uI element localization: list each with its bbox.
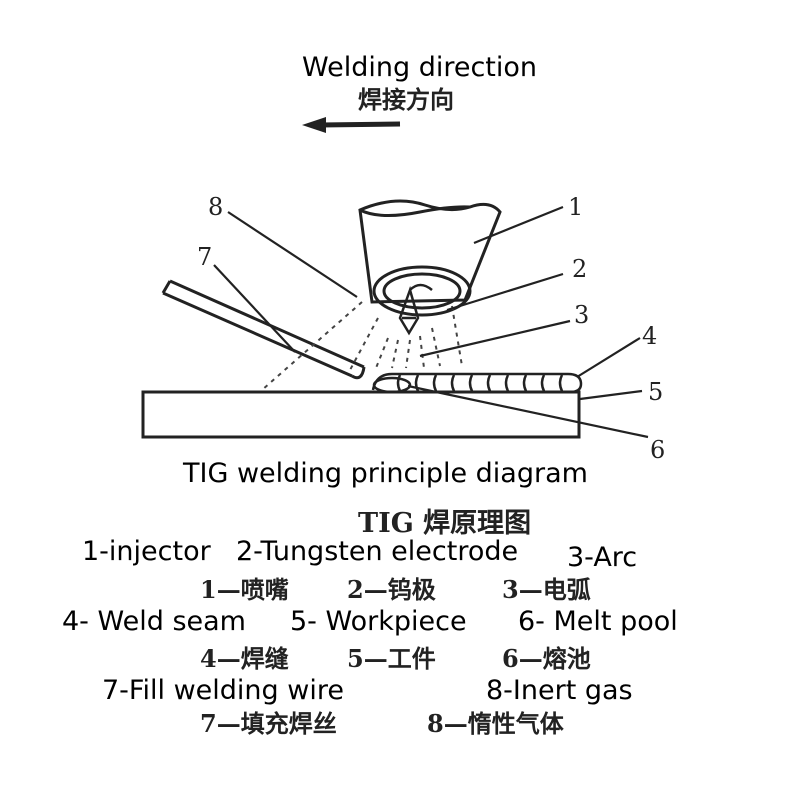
leader-lines (213, 205, 649, 439)
callout-2: 2 (572, 255, 588, 283)
legend-1-cn: 1—喷嘴 (200, 575, 289, 604)
legend-2-en: 2-Tungsten electrode (236, 536, 519, 567)
legend-3-cn: 3—电弧 (502, 575, 591, 604)
callout-3: 3 (574, 301, 590, 329)
legend-8-cn: 8—惰性气体 (427, 709, 564, 738)
callout-8: 8 (208, 193, 224, 221)
callout-5: 5 (648, 378, 664, 406)
legend-1-en: 1-injector (82, 536, 211, 567)
filler-wire (161, 279, 366, 380)
direction-label-cn: 焊接方向 (358, 85, 454, 114)
direction-label-en: Welding direction (302, 52, 538, 83)
legend-6-en: 6- Melt pool (518, 606, 678, 637)
legend-7-en: 7-Fill welding wire (102, 675, 344, 706)
callout-4: 4 (642, 322, 658, 350)
legend-4-en: 4- Weld seam (62, 606, 246, 637)
legend-3-en: 3-Arc (567, 542, 638, 573)
legend-5-cn: 5—工件 (347, 644, 436, 673)
caption-cn: TIG 焊原理图 (358, 508, 532, 539)
workpiece (141, 390, 581, 439)
legend-5-en: 5- Workpiece (290, 606, 467, 637)
caption-en: TIG welding principle diagram (183, 458, 588, 489)
legend-2-cn: 2—钨极 (347, 575, 436, 604)
legend-8-en: 8-Inert gas (486, 675, 633, 706)
callout-1: 1 (568, 193, 584, 221)
torch-nozzle (358, 199, 502, 317)
tungsten-electrode (398, 283, 433, 336)
inert-gas-flow (261, 301, 463, 391)
callout-6: 6 (650, 436, 666, 464)
welding-direction-arrow (302, 117, 401, 133)
callout-7: 7 (197, 243, 213, 271)
legend-4-cn: 4—焊缝 (200, 644, 289, 673)
legend-7-cn: 7—填充焊丝 (200, 709, 337, 738)
melt-pool (372, 376, 412, 394)
legend-6-cn: 6—熔池 (502, 644, 591, 673)
